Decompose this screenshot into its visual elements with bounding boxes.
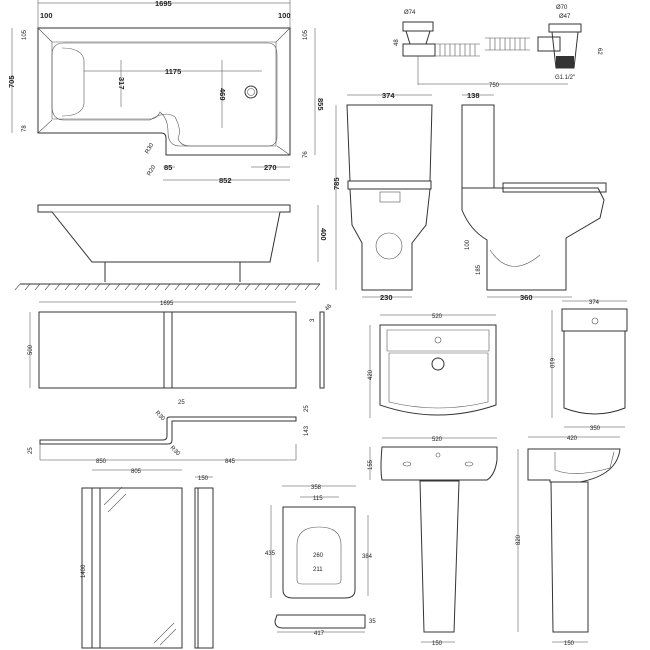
dim-overflow-height: 48 (394, 39, 400, 46)
dim-top-margin-left: 105 (22, 29, 28, 40)
dim-radius-inner: R20 (147, 164, 158, 177)
dim-panel-offset-top: 25 (178, 400, 185, 406)
dim-waste-height: 62 (596, 48, 602, 55)
dim-cistern-depth: 138 (467, 91, 480, 100)
dim-toilet-width: 374 (382, 91, 395, 100)
dim-seat-length: 435 (265, 551, 276, 557)
dim-screen-depth: 150 (198, 476, 209, 482)
dim-radius-bottom: R30 (169, 445, 181, 457)
bath-front-panel: 1695 500 3 46 (28, 301, 334, 389)
dim-pedestal-basin-width: 520 (432, 437, 443, 443)
dim-overflow-dia: Ø74 (404, 10, 416, 16)
pedestal-basin-side: 420 820 150 (516, 436, 621, 647)
dim-seat-inner-length: 260 (313, 553, 324, 559)
dim-outlet-height-b: 185 (476, 264, 482, 275)
dim-pedestal-side-foot-width: 150 (564, 641, 575, 647)
bath-side-elevation: 400 (14, 204, 328, 291)
cistern-top-view: 374 610 350 (548, 300, 628, 432)
l-panel-plan: 25 R30 25 143 25 R30 850 845 (28, 400, 310, 465)
dim-thread: G1.1/2" (555, 75, 575, 81)
dim-cistern-width: 374 (589, 300, 600, 306)
dim-basin-width: 520 (432, 314, 443, 320)
pedestal-basin-front: 520 155 150 (368, 437, 498, 647)
dim-panel-end-width: 46 (324, 303, 333, 312)
dim-bottom-margin-left: 78 (22, 125, 28, 132)
dim-toilet-height: 785 (332, 177, 341, 190)
dim-inner-width-left: 317 (117, 77, 126, 90)
dim-cistern-height: 610 (548, 358, 554, 369)
dim-screen-height: 1400 (81, 564, 87, 578)
dim-panel-lip-left: 25 (28, 447, 34, 454)
dim-pedestal-foot-width: 150 (432, 641, 443, 647)
dim-panel-projection: 143 (304, 425, 310, 436)
dim-seat-thickness: 35 (369, 619, 376, 625)
dim-panel-length: 1695 (160, 301, 174, 307)
dim-seat-inner-width: 211 (313, 567, 323, 573)
dim-bath-height: 400 (319, 228, 328, 241)
dim-seat-side-depth: 417 (314, 631, 325, 637)
dim-pedestal-depth: 420 (567, 436, 578, 442)
toilet-side-view: 138 100 185 360 (461, 91, 607, 302)
dim-pedestal-height: 820 (516, 534, 522, 545)
dim-radius-outer: R30 (145, 142, 156, 155)
dim-radius-top: R30 (154, 410, 166, 422)
dim-waste-length: 750 (489, 83, 500, 89)
dim-panel-thickness: 3 (310, 318, 316, 322)
dim-hinge-spacing: 115 (313, 496, 323, 502)
basin-plan-view: 520 420 (368, 314, 497, 418)
bath-waste-kit: Ø74 48 Ø70 Ø47 62 G1.1/2" 750 (394, 5, 602, 89)
dim-cistern-base-width: 350 (590, 426, 601, 432)
dim-waste-offset: 270 (264, 163, 277, 172)
dim-outlet-height-a: 100 (465, 239, 471, 250)
dim-inner-width-right: 469 (218, 88, 227, 101)
dim-shower-end-length: 852 (219, 176, 232, 185)
dim-left-depth: 705 (7, 75, 16, 88)
dim-right-margin: 100 (278, 11, 291, 20)
dim-plug-outer-dia: Ø70 (556, 5, 568, 11)
dim-seat-width: 358 (311, 485, 322, 491)
dim-panel-height: 500 (28, 344, 34, 355)
dim-panel-right-length: 845 (225, 459, 236, 465)
dim-bath-length: 1695 (155, 0, 172, 8)
dim-basin-depth: 420 (368, 369, 374, 380)
dim-left-margin: 100 (40, 11, 53, 20)
dim-inner-length: 1175 (165, 67, 181, 76)
toilet-front-view: 374 785 230 (332, 91, 433, 302)
dim-step: 85 (164, 163, 172, 172)
dim-toilet-depth: 360 (520, 293, 533, 302)
dim-bottom-margin-right: 76 (303, 151, 309, 158)
dim-seat-side-length: 384 (362, 554, 373, 560)
bath-screen: 805 1400 150 (81, 469, 214, 649)
dim-right-depth: 855 (316, 98, 325, 111)
dim-screen-width: 805 (131, 469, 142, 475)
dim-panel-lip-right: 25 (304, 405, 310, 412)
dim-top-margin-right: 105 (303, 29, 309, 40)
bath-plan-view: 1695 100 100 705 105 78 105 76 855 1175 … (7, 0, 325, 185)
dim-toilet-base-width: 230 (380, 293, 393, 302)
dim-panel-left-length: 850 (96, 459, 107, 465)
dim-basin-bowl-height: 155 (368, 459, 374, 470)
toilet-seat: 358 115 435 260 211 384 35 417 (265, 485, 376, 637)
dim-plug-inner-dia: Ø47 (559, 14, 571, 20)
